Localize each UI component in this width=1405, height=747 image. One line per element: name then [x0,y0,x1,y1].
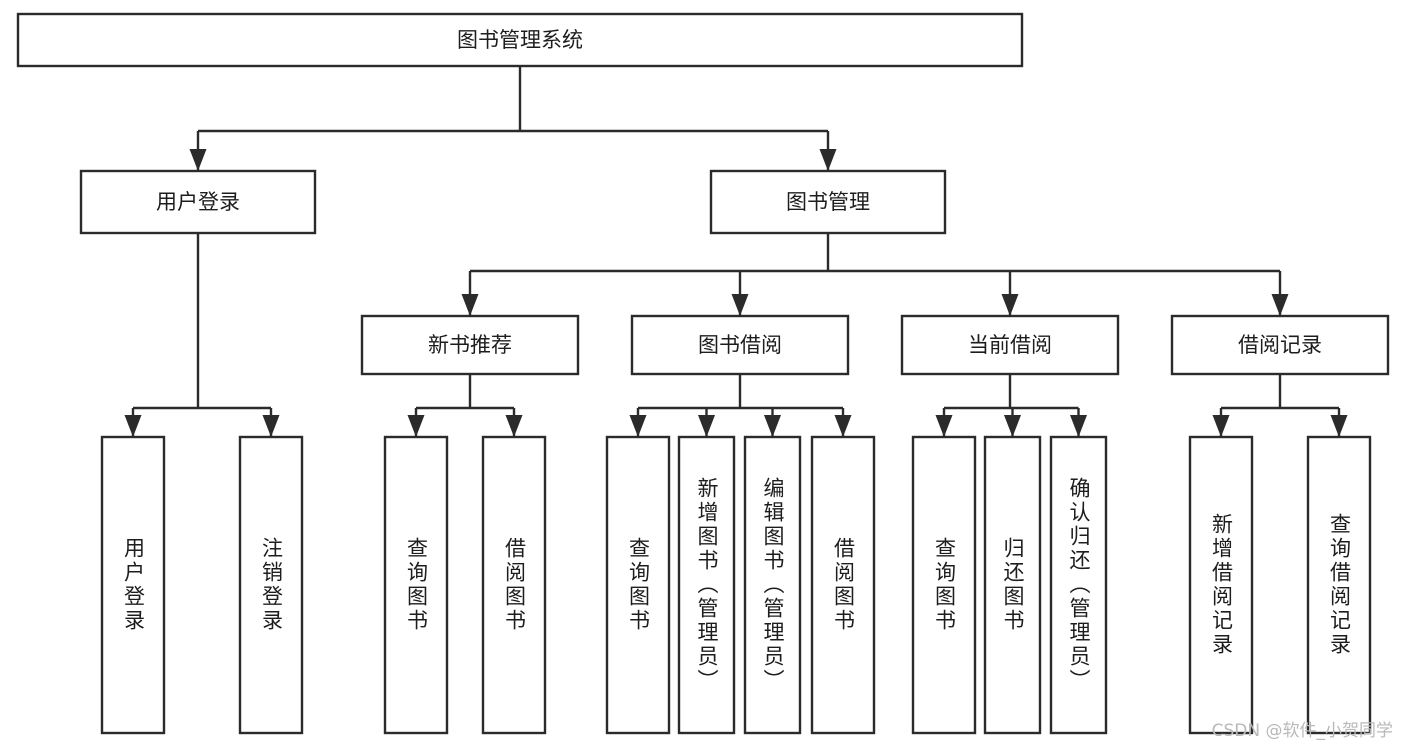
node-label-new-book-recommend: 新书推荐 [428,333,512,357]
node-label-current-borrow: 当前借阅 [968,333,1052,357]
node-box-leaf-borrow-add-book[interactable] [677,435,736,735]
arrow-head-icon [189,149,207,171]
node-label-book-manage: 图书管理 [786,190,870,214]
arrow-head-icon [124,415,142,437]
node-box-leaf-user-logout[interactable] [238,435,304,735]
arrow-head-icon [698,415,715,437]
node-box-user-login[interactable] [79,169,317,235]
node-label-book-borrow: 图书借阅 [698,333,782,357]
arrow-head-icon [461,294,479,316]
node-box-leaf-record-add-record[interactable] [1188,435,1254,735]
connector-layer [124,66,1348,437]
arrow-head-icon [407,415,425,437]
node-box-book-manage[interactable] [709,169,947,235]
node-box-root[interactable] [16,12,1024,68]
arrow-head-icon [262,415,280,437]
node-label-borrow-record: 借阅记录 [1238,333,1322,357]
node-box-book-borrow[interactable] [630,314,850,376]
node-box-leaf-recommend-query-book[interactable] [383,435,449,735]
node-box-leaf-borrow-query-book[interactable] [605,435,671,735]
arrow-head-icon [629,415,647,437]
arrow-head-icon [1001,294,1019,316]
node-label-root: 图书管理系统 [457,28,583,52]
arrow-head-icon [834,415,852,437]
node-box-borrow-record[interactable] [1170,314,1390,376]
node-box-leaf-user-login[interactable] [100,435,166,735]
node-box-leaf-borrow-borrow-book[interactable] [810,435,876,735]
arrow-head-icon [1070,415,1087,437]
arrow-head-icon [1330,415,1348,437]
node-box-current-borrow[interactable] [900,314,1120,376]
csdn-watermark: CSDN @软件_小贺同学 [1211,721,1393,741]
node-box-leaf-recommend-borrow-book[interactable] [481,435,547,735]
node-label-user-login: 用户登录 [156,190,240,214]
node-box-leaf-record-query-record[interactable] [1306,435,1372,735]
arrow-head-icon [505,415,523,437]
node-box-leaf-current-query-book[interactable] [911,435,977,735]
arrow-head-icon [935,415,953,437]
arrow-head-icon [1212,415,1230,437]
node-box-leaf-borrow-edit-book[interactable] [743,435,802,735]
arrow-head-icon [731,294,749,316]
node-box-layer [16,12,1390,735]
arrow-head-icon [1271,294,1289,316]
node-box-leaf-current-confirm-return[interactable] [1049,435,1108,735]
node-box-leaf-current-return-book[interactable] [983,435,1042,735]
node-box-new-book-recommend[interactable] [360,314,580,376]
arrow-head-icon [1004,415,1021,437]
arrow-head-icon [764,415,781,437]
arrow-head-icon [819,149,837,171]
